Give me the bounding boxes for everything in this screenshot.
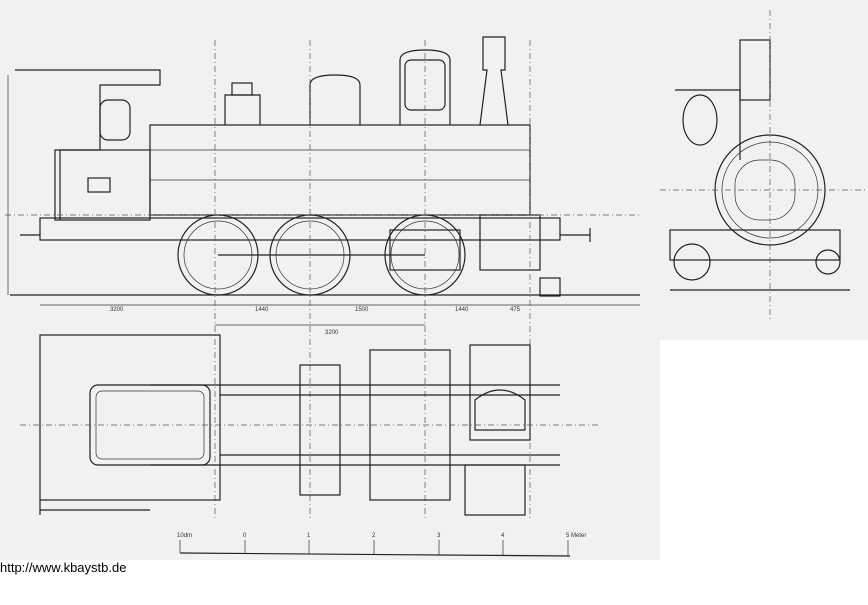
scale-label: 5 Meter <box>566 533 586 539</box>
dimension-label: 475 <box>510 307 521 313</box>
front-view-sheet <box>660 0 868 340</box>
scale-label: 3 <box>437 533 441 539</box>
front-view <box>660 10 868 320</box>
scale-label: 10dm <box>177 533 192 539</box>
dimension-label: 1500 <box>355 307 369 313</box>
wheelbase-label: 3200 <box>325 330 339 336</box>
dimension-label: 1440 <box>455 307 469 313</box>
locomotive-drawing: 3200 1440 1500 1440 475 3200 <box>0 0 868 560</box>
scale-bar: 10dm 0 1 2 3 4 5 Meter <box>177 533 586 557</box>
dimension-label: 3200 <box>110 307 124 313</box>
scale-label: 4 <box>501 533 505 539</box>
plan-view <box>20 334 600 516</box>
dimension-label: 1440 <box>255 307 269 313</box>
side-view-sheet <box>0 0 660 560</box>
scale-label: 0 <box>243 533 247 539</box>
scale-label: 2 <box>372 533 376 539</box>
side-elevation: 3200 1440 1500 1440 475 3200 <box>5 36 640 520</box>
source-url: http://www.kbaystb.de <box>0 560 127 575</box>
scale-label: 1 <box>307 533 311 539</box>
